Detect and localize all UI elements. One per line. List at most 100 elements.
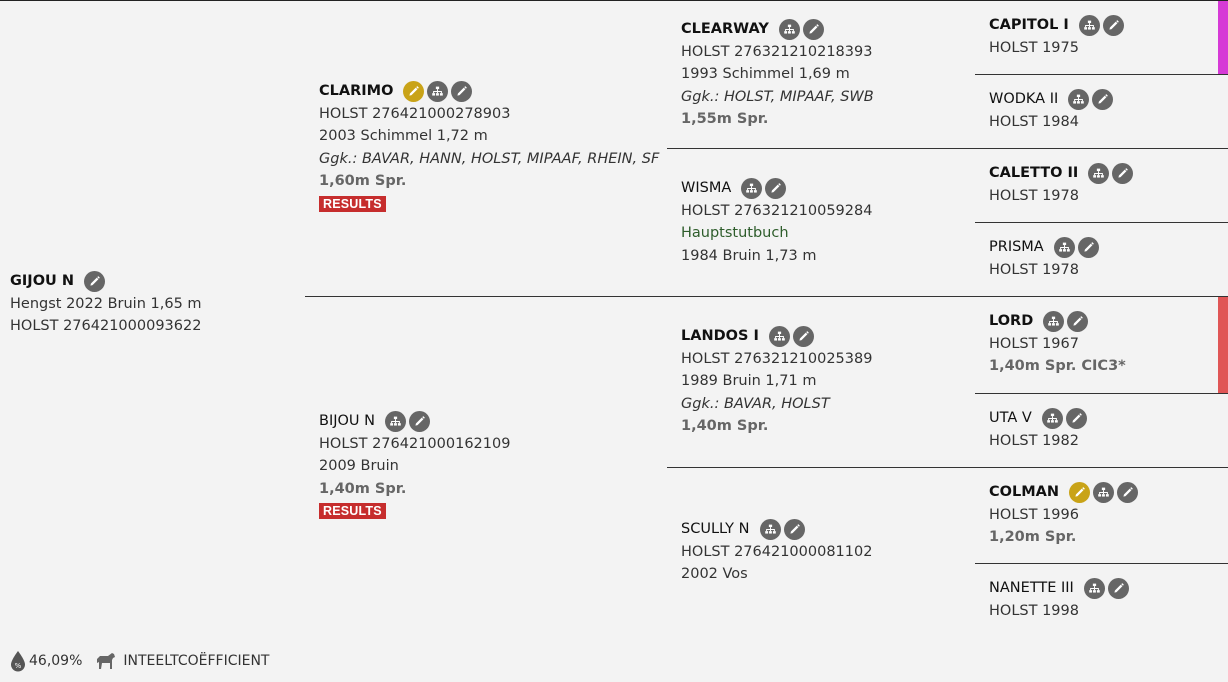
pencil-icon[interactable] bbox=[792, 325, 814, 347]
subject-horse: GIJOU N Hengst 2022 Bruin 1,65 m HOLST 2… bbox=[10, 270, 202, 338]
pencil-icon[interactable] bbox=[1065, 407, 1087, 429]
landos-ggk: Ggk.: BAVAR, HOLST bbox=[681, 395, 830, 412]
clearway-ggk: Ggk.: HOLST, MIPAAF, SWB bbox=[681, 88, 874, 105]
scully-name[interactable]: SCULLY N bbox=[681, 521, 750, 537]
sire-reg: HOLST 276421000278903 bbox=[319, 105, 511, 122]
pencil-icon[interactable] bbox=[83, 270, 105, 292]
pencil-icon[interactable] bbox=[1117, 481, 1138, 503]
pencil-icon[interactable] bbox=[765, 177, 787, 199]
subject-reg: HOLST 276421000093622 bbox=[10, 318, 202, 334]
pedigree-tree-icon[interactable] bbox=[1041, 407, 1063, 429]
divider-gg4 bbox=[975, 563, 1228, 564]
granddam-wisma: WISMA HOLST 276321210059284 Hauptstutbuc… bbox=[681, 177, 872, 267]
gg-wodka: WODKA II HOLST 1984 bbox=[989, 88, 1116, 133]
uta-name[interactable]: UTA V bbox=[989, 410, 1032, 426]
subject-info: Hengst 2022 Bruin 1,65 m bbox=[10, 295, 202, 312]
pedigree-tree-icon[interactable] bbox=[768, 325, 790, 347]
gg-uta: UTA V HOLST 1982 bbox=[989, 407, 1090, 452]
colman-reg: HOLST 1996 bbox=[989, 506, 1079, 523]
colman-name[interactable]: COLMAN bbox=[989, 484, 1059, 500]
gg-colman: COLMAN HOLST 1996 1,20m Spr. bbox=[989, 481, 1141, 549]
nanette-name[interactable]: NANETTE III bbox=[989, 580, 1074, 596]
pedigree-tree-icon[interactable] bbox=[759, 518, 781, 540]
pencil-icon[interactable] bbox=[783, 518, 805, 540]
landos-name[interactable]: LANDOS I bbox=[681, 328, 759, 344]
pencil-icon[interactable] bbox=[451, 80, 473, 102]
lord-name[interactable]: LORD bbox=[989, 313, 1034, 329]
capitol-accent-bar bbox=[1218, 1, 1228, 74]
sire-info: 2003 Schimmel 1,72 m bbox=[319, 128, 488, 144]
lord-accent-bar bbox=[1218, 297, 1228, 393]
pencil-icon[interactable] bbox=[802, 18, 824, 40]
gold-pencil-icon[interactable] bbox=[403, 80, 425, 102]
gold-pencil-icon[interactable] bbox=[1069, 481, 1090, 503]
divider-sire-grandparents bbox=[667, 148, 1228, 149]
wodka-reg: HOLST 1984 bbox=[989, 113, 1079, 130]
clearway-name[interactable]: CLEARWAY bbox=[681, 21, 769, 37]
dam-reg: HOLST 276421000162109 bbox=[319, 435, 511, 452]
pedigree-tree-icon[interactable] bbox=[1083, 577, 1105, 599]
capitol-name[interactable]: CAPITOL I bbox=[989, 17, 1069, 33]
pedigree-tree-icon[interactable] bbox=[1078, 14, 1100, 36]
pencil-icon[interactable] bbox=[1107, 577, 1129, 599]
sire-card: CLARIMO HOLST 276421000278903 2003 Schim… bbox=[319, 80, 659, 215]
pedigree-tree-icon[interactable] bbox=[1088, 162, 1110, 184]
pedigree-tree-icon[interactable] bbox=[1043, 310, 1065, 332]
wisma-name[interactable]: WISMA bbox=[681, 180, 732, 196]
inbreeding-coefficient-link[interactable]: INTEELTCOËFFICIENT bbox=[123, 653, 270, 669]
pedigree-tree-icon[interactable] bbox=[1053, 236, 1075, 258]
uta-reg: HOLST 1982 bbox=[989, 432, 1079, 449]
pedigree-tree-icon[interactable] bbox=[1068, 88, 1090, 110]
gg-lord: LORD HOLST 1967 1,40m Spr. CIC3* bbox=[989, 310, 1126, 378]
pedigree-tree-icon[interactable] bbox=[1093, 481, 1114, 503]
divider-gg3 bbox=[975, 393, 1228, 394]
dam-results-button[interactable]: RESULTS bbox=[319, 503, 386, 519]
pencil-icon[interactable] bbox=[1092, 88, 1114, 110]
horse-icon[interactable] bbox=[94, 651, 118, 671]
sire-results-button[interactable]: RESULTS bbox=[319, 195, 386, 212]
wisma-info: 1984 Bruin 1,73 m bbox=[681, 247, 817, 264]
divider-gg1 bbox=[975, 74, 1228, 75]
grandsire-landos: LANDOS I HOLST 276321210025389 1989 Brui… bbox=[681, 325, 872, 438]
dam-spr: 1,40m Spr. bbox=[319, 480, 407, 497]
landos-info: 1989 Bruin 1,71 m bbox=[681, 373, 817, 389]
wisma-reg: HOLST 276321210059284 bbox=[681, 202, 873, 219]
percentage-drop-icon: % bbox=[11, 651, 25, 672]
scully-reg: HOLST 276421000081102 bbox=[681, 543, 873, 560]
gg-prisma: PRISMA HOLST 1978 bbox=[989, 236, 1102, 281]
inbreeding-percentage: 46,09% bbox=[29, 653, 83, 669]
gg-nanette: NANETTE III HOLST 1998 bbox=[989, 577, 1132, 622]
pedigree-tree-icon[interactable] bbox=[778, 18, 800, 40]
capitol-reg: HOLST 1975 bbox=[989, 39, 1079, 56]
pencil-icon[interactable] bbox=[1067, 310, 1089, 332]
prisma-name[interactable]: PRISMA bbox=[989, 239, 1044, 255]
pencil-icon[interactable] bbox=[408, 410, 430, 432]
landos-reg: HOLST 276321210025389 bbox=[681, 350, 873, 367]
dam-name[interactable]: BIJOU N bbox=[319, 413, 375, 429]
clearway-reg: HOLST 276321210218393 bbox=[681, 43, 873, 60]
dam-info: 2009 Bruin bbox=[319, 458, 399, 474]
pedigree-tree-icon[interactable] bbox=[741, 177, 763, 199]
scully-info: 2002 Vos bbox=[681, 566, 748, 582]
divider-parents bbox=[305, 296, 1228, 297]
pedigree-tree-icon[interactable] bbox=[427, 80, 449, 102]
caletto-name[interactable]: CALETTO II bbox=[989, 165, 1079, 181]
sire-spr: 1,60m Spr. bbox=[319, 173, 407, 189]
pedigree-tree-icon[interactable] bbox=[384, 410, 406, 432]
pencil-icon[interactable] bbox=[1112, 162, 1134, 184]
lord-spr: 1,40m Spr. CIC3* bbox=[989, 358, 1126, 374]
granddam-scully: SCULLY N HOLST 276421000081102 2002 Vos bbox=[681, 518, 872, 586]
sire-name[interactable]: CLARIMO bbox=[319, 83, 394, 99]
caletto-reg: HOLST 1978 bbox=[989, 187, 1079, 204]
pencil-icon[interactable] bbox=[1077, 236, 1099, 258]
clearway-info: 1993 Schimmel 1,69 m bbox=[681, 66, 850, 82]
wodka-name[interactable]: WODKA II bbox=[989, 91, 1059, 107]
nanette-reg: HOLST 1998 bbox=[989, 602, 1079, 619]
gg-capitol: CAPITOL I HOLST 1975 bbox=[989, 14, 1127, 59]
pencil-icon[interactable] bbox=[1102, 14, 1124, 36]
lord-reg: HOLST 1967 bbox=[989, 335, 1079, 352]
divider-dam-grandparents bbox=[667, 467, 1228, 468]
divider-gg2 bbox=[975, 222, 1228, 223]
grandsire-clearway: CLEARWAY HOLST 276321210218393 1993 Schi… bbox=[681, 18, 874, 131]
subject-name[interactable]: GIJOU N bbox=[10, 273, 74, 289]
